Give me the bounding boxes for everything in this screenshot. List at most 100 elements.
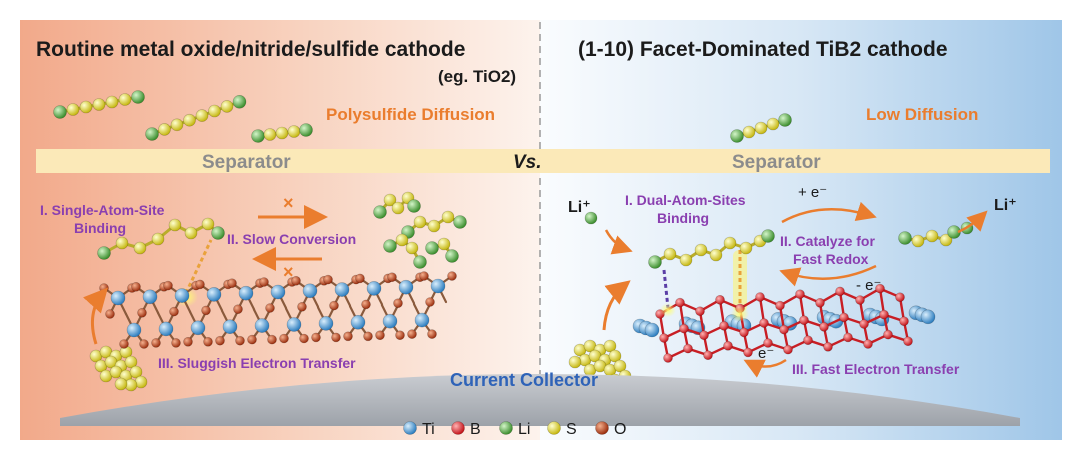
b-atom [823, 341, 833, 352]
li-atom [211, 226, 225, 240]
li-atom [445, 249, 459, 263]
current-collector [60, 374, 1020, 426]
left-upward-arrow [83, 287, 109, 345]
reduction-arrow [781, 201, 877, 224]
b-atom [699, 330, 709, 341]
o-atom [105, 309, 115, 319]
o-atom [297, 301, 307, 312]
li-atom [413, 255, 427, 269]
o-atom [323, 274, 333, 285]
s-atom [608, 349, 622, 363]
fast-transfer-label: III. Fast Electron Transfer [792, 361, 960, 377]
li-atom [648, 255, 662, 269]
o-atom [331, 332, 341, 343]
legend-o-label: O [614, 421, 626, 438]
binding-glow [660, 303, 676, 317]
o-atom [171, 338, 181, 348]
b-atom [715, 294, 725, 305]
ti-atom [206, 287, 222, 302]
ti-atom [350, 314, 366, 330]
li-atom [778, 113, 792, 127]
slow-conversion-label: II. Slow Conversion [227, 231, 356, 247]
b-atom [863, 339, 873, 349]
polysulfide-chain [898, 225, 961, 248]
b-atom [675, 297, 685, 308]
b-atom [743, 347, 753, 358]
ti-atom [286, 317, 302, 332]
o-atom [227, 278, 237, 289]
ti-atom [270, 284, 286, 300]
b-atom [875, 283, 885, 294]
s-atom [437, 237, 451, 251]
li-atom [453, 215, 467, 229]
b-atom [659, 333, 669, 343]
binding-glow [731, 306, 749, 322]
electron-gain-label: + e⁻ [798, 184, 827, 201]
s-atom [195, 109, 209, 122]
s-atom [925, 229, 939, 243]
li-atom [383, 239, 397, 253]
li-atom [131, 90, 145, 104]
b-atom [843, 332, 853, 343]
s-atom [395, 233, 409, 247]
legend-ti-swatch [403, 421, 417, 435]
legend-o-swatch [595, 421, 609, 435]
o-atom [203, 336, 213, 347]
ti-atom [142, 289, 158, 305]
s-atom [118, 93, 132, 106]
left-title: Routine metal oxide/nitride/sulfide cath… [36, 38, 465, 61]
s-atom [133, 241, 147, 255]
ti-atom [398, 279, 414, 295]
left-panel-background [20, 20, 540, 440]
o-atom [419, 271, 429, 281]
s-atom [129, 365, 143, 379]
li-atom [898, 231, 912, 245]
li-atom [145, 127, 159, 141]
o-atom [99, 283, 109, 293]
ti-atom [190, 320, 206, 336]
li-atom [97, 246, 111, 260]
ti-atom [254, 318, 270, 333]
li-atom [584, 211, 598, 225]
legend-ti-label: Ti [422, 421, 435, 438]
binding-bond [662, 269, 670, 309]
polysulfide-chain [383, 233, 427, 269]
polysulfide-diffusion-label: Polysulfide Diffusion [326, 105, 495, 124]
s-atom [183, 113, 196, 127]
catalyze-label-1: II. Catalyze for [780, 233, 875, 249]
o-atom [311, 332, 321, 343]
s-atom [115, 236, 129, 250]
li-atom [232, 95, 247, 109]
b-atom [835, 286, 845, 297]
electron-loss-label: - e⁻ [856, 277, 881, 294]
b-atom [663, 353, 673, 363]
ti-atom [366, 281, 382, 296]
o-atom [363, 331, 373, 342]
dual-atom-binding-label-2: Binding [657, 210, 709, 226]
s-atom [383, 193, 397, 207]
s-atom [79, 100, 93, 114]
s-atom [939, 233, 953, 247]
b-atom [859, 319, 869, 329]
o-atom [407, 329, 417, 339]
b-atom [783, 344, 793, 355]
o-atom [183, 336, 193, 347]
b-atom [815, 297, 825, 308]
legend-s-swatch [547, 421, 561, 435]
ti-atom [110, 290, 126, 306]
s-atom [709, 248, 723, 262]
o-atom [375, 330, 385, 341]
ti-atom [238, 285, 254, 301]
b-atom [779, 324, 789, 335]
ti-atom [174, 288, 190, 303]
o-atom [279, 333, 289, 344]
b-atom [795, 289, 805, 300]
b-atom [755, 292, 765, 302]
polysulfide-chain [648, 229, 775, 269]
b-atom [855, 295, 865, 305]
o-atom [235, 335, 245, 346]
o-atom [355, 273, 365, 284]
o-atom [361, 299, 371, 310]
separator-band [36, 149, 1050, 173]
